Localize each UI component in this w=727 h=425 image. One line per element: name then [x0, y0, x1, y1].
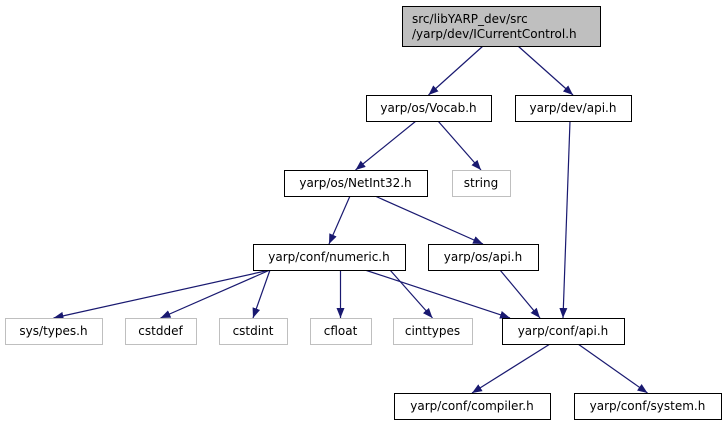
- node-label: sys/types.h: [19, 324, 87, 338]
- node-label: yarp/os/api.h: [444, 250, 522, 264]
- node-numeric[interactable]: yarp/conf/numeric.h: [253, 244, 406, 271]
- node-box: [452, 170, 511, 197]
- node-devapi[interactable]: yarp/dev/api.h: [515, 95, 632, 122]
- node-systypes[interactable]: sys/types.h: [5, 318, 103, 345]
- node-system[interactable]: yarp/conf/system.h: [574, 393, 722, 420]
- node-label: string: [464, 176, 498, 190]
- node-label: yarp/conf/api.h: [518, 324, 609, 338]
- node-label: yarp/os/NetInt32.h: [299, 176, 411, 190]
- edge-numeric-to-cstdint: [252, 269, 271, 319]
- edge-root-to-vocab: [428, 45, 484, 96]
- edge-confapi-to-compiler: [471, 343, 551, 394]
- edge-confapi-to-system: [577, 343, 648, 394]
- node-label: yarp/conf/numeric.h: [268, 250, 389, 264]
- node-box: [502, 318, 625, 345]
- node-box: [394, 393, 551, 420]
- edge-numeric-to-confapi: [364, 269, 511, 319]
- node-box: [284, 170, 428, 197]
- node-box: [402, 6, 601, 47]
- node-box: [253, 244, 406, 271]
- edge-numeric-to-cinttypes: [389, 269, 433, 319]
- edge-devapi-to-confapi: [559, 120, 571, 319]
- edge-vocab-to-string: [437, 120, 482, 171]
- node-label: yarp/os/Vocab.h: [380, 101, 476, 115]
- node-osapi[interactable]: yarp/os/api.h: [428, 244, 539, 271]
- edge-netint-to-numeric: [328, 195, 351, 245]
- edge-vocab-to-netint: [355, 120, 417, 171]
- node-label: src/libYARP_dev/src: [412, 12, 528, 26]
- node-label: cinttypes: [405, 324, 460, 338]
- edge-numeric-to-systypes: [53, 269, 271, 320]
- edge-numeric-to-cstddef: [160, 269, 271, 319]
- node-compiler[interactable]: yarp/conf/compiler.h: [394, 393, 551, 420]
- node-label: yarp/conf/system.h: [590, 399, 706, 413]
- node-box: [366, 95, 492, 122]
- node-box: [574, 393, 722, 420]
- node-cstdint[interactable]: cstdint: [219, 318, 288, 345]
- node-netint[interactable]: yarp/os/NetInt32.h: [284, 170, 428, 197]
- node-label: /yarp/dev/ICurrentControl.h: [412, 27, 577, 41]
- node-label: yarp/dev/api.h: [530, 101, 617, 115]
- edge-osapi-to-confapi: [499, 269, 541, 319]
- node-cinttypes[interactable]: cinttypes: [393, 318, 473, 345]
- node-confapi[interactable]: yarp/conf/api.h: [502, 318, 625, 345]
- node-box: [219, 318, 288, 345]
- node-box: [393, 318, 473, 345]
- node-label: cfloat: [324, 324, 358, 338]
- node-box: [515, 95, 632, 122]
- edge-root-to-devapi: [517, 45, 574, 96]
- node-cfloat[interactable]: cfloat: [310, 318, 372, 345]
- node-root[interactable]: src/libYARP_dev/src/yarp/dev/ICurrentCon…: [402, 6, 601, 47]
- node-label: cstddef: [138, 324, 183, 338]
- node-label: cstdint: [233, 324, 274, 338]
- node-string[interactable]: string: [452, 170, 511, 197]
- edge-netint-to-osapi: [374, 195, 484, 245]
- node-box: [428, 244, 539, 271]
- node-box: [125, 318, 197, 345]
- node-cstddef[interactable]: cstddef: [125, 318, 197, 345]
- node-vocab[interactable]: yarp/os/Vocab.h: [366, 95, 492, 122]
- node-box: [5, 318, 103, 345]
- node-box: [310, 318, 372, 345]
- node-label: yarp/conf/compiler.h: [410, 399, 533, 413]
